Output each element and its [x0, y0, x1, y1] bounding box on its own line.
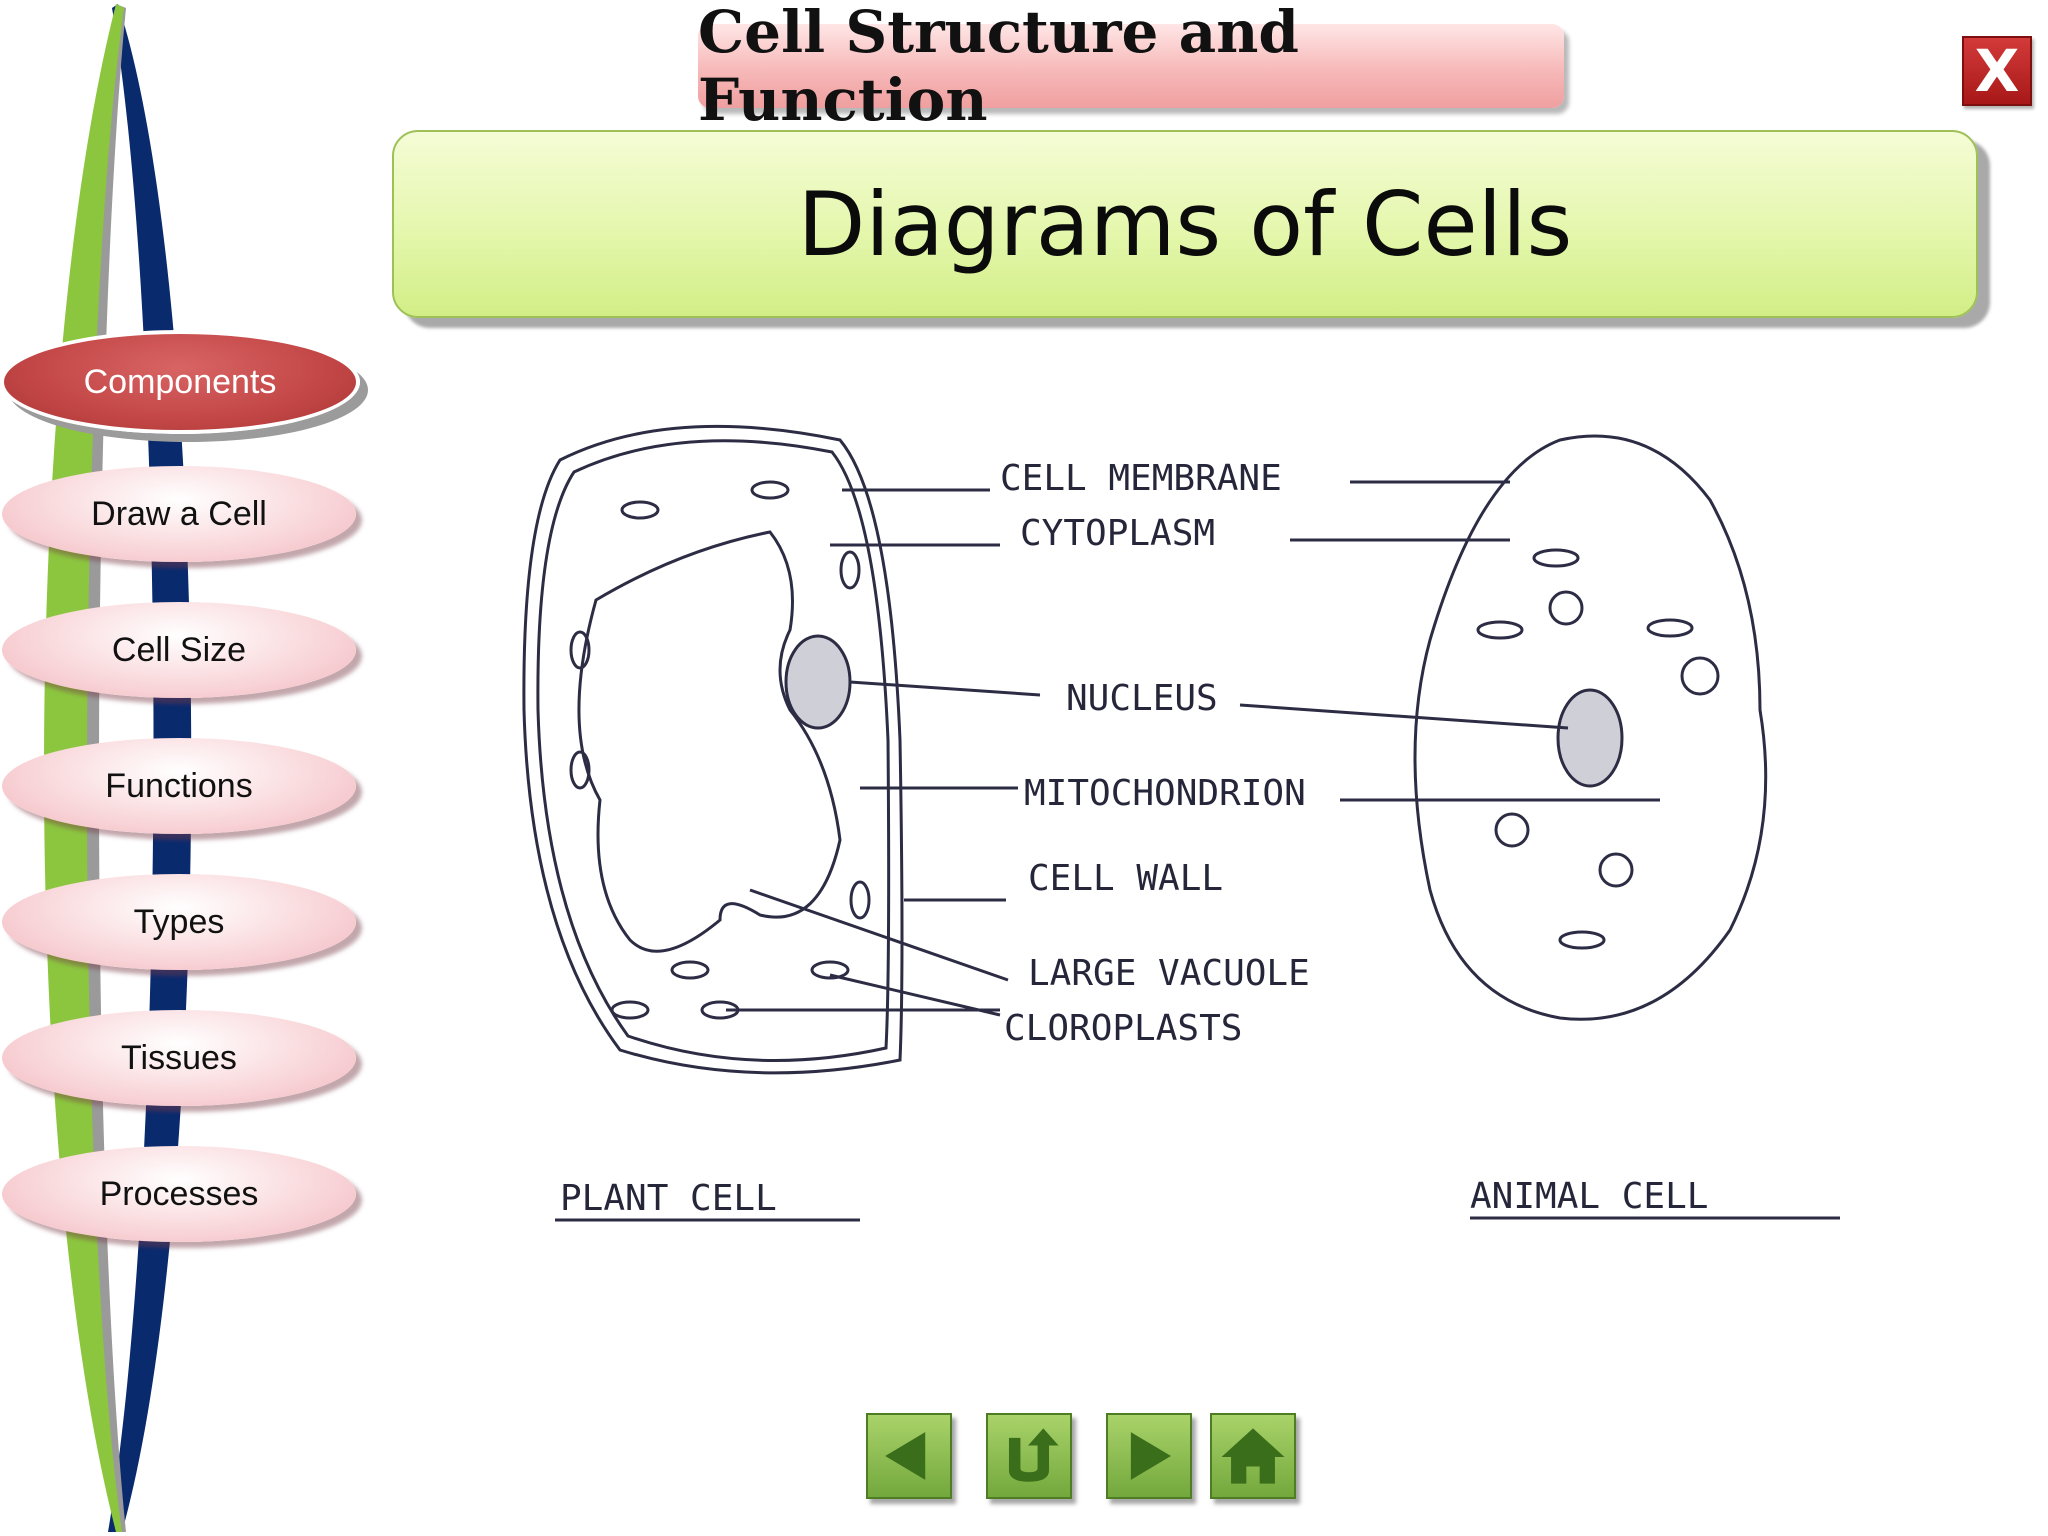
leader-line-mitochondrion — [860, 786, 1660, 802]
animal-nucleus — [1556, 688, 1624, 788]
forward-button[interactable] — [1106, 1413, 1192, 1499]
leader-line-vacuole — [749, 888, 1009, 982]
nav-item-components[interactable]: Components — [0, 330, 360, 434]
nav-item-label: Tissues — [121, 1038, 237, 1077]
chloroplast — [620, 500, 660, 520]
label-mitochondrion: MITOCHONDRION — [1024, 773, 1306, 814]
mitochondrion — [1532, 548, 1580, 568]
leader-line-membrane — [842, 480, 1510, 492]
app-title-banner: Cell Structure and Function — [698, 0, 1564, 134]
nav-item-label: Types — [133, 902, 225, 941]
leader-line-nucleus — [849, 680, 1569, 730]
chloroplast — [670, 960, 710, 980]
animal-vacuole — [1598, 852, 1634, 888]
chloroplast — [750, 480, 790, 500]
plant-cell-wall — [522, 424, 904, 1075]
animal-cell — [1413, 434, 1768, 1021]
chloroplast — [569, 630, 591, 670]
back-arrow-icon — [885, 1432, 926, 1480]
nav-item-functions[interactable]: Functions — [2, 738, 356, 834]
mitochondrion — [1476, 620, 1524, 640]
nav-item-tissues[interactable]: Tissues — [2, 1010, 356, 1106]
nav-item-cell-size[interactable]: Cell Size — [2, 602, 356, 698]
leader-line-cytoplasm — [830, 538, 1510, 547]
return-icon — [1008, 1428, 1059, 1482]
animal-vacuole — [1548, 590, 1584, 626]
chloroplast — [839, 550, 861, 590]
plant-cell-caption: PLANT CELL — [560, 1178, 777, 1219]
nav-item-draw-a-cell[interactable]: Draw a Cell — [2, 466, 356, 562]
close-icon: X — [1974, 37, 2020, 105]
nav-item-types[interactable]: Types — [2, 874, 356, 970]
back-button[interactable] — [866, 1413, 952, 1499]
label-chloroplasts: CLOROPLASTS — [1004, 1008, 1242, 1049]
app-title: Cell Structure and Function — [698, 0, 1299, 134]
nav-item-label: Processes — [99, 1174, 259, 1213]
large-vacuole — [577, 530, 842, 953]
label-cell-wall: CELL WALL — [1028, 858, 1223, 899]
plant-nucleus — [784, 634, 852, 730]
label-cytoplasm: CYTOPLASM — [1020, 513, 1215, 554]
label-large-vacuole: LARGE VACUOLE — [1028, 953, 1310, 994]
animal-vacuole — [1680, 656, 1720, 696]
mitochondrion — [1646, 618, 1694, 638]
nav-item-processes[interactable]: Processes — [2, 1146, 356, 1242]
label-nucleus: NUCLEUS — [1066, 678, 1218, 719]
slide-title: Diagrams of Cells — [797, 172, 1573, 276]
cell-diagram: CELL MEMBRANE CYTOPLASM NUCLEUS MITOCHON… — [522, 424, 1840, 1222]
close-button[interactable]: X — [1962, 36, 2032, 106]
home-icon — [1221, 1428, 1285, 1484]
leader-line-chloroplasts — [726, 973, 1001, 1017]
label-cell-membrane: CELL MEMBRANE — [1000, 458, 1282, 499]
nav-item-label: Draw a Cell — [91, 494, 267, 533]
home-button[interactable] — [1210, 1413, 1296, 1499]
chloroplast — [810, 960, 850, 980]
plant-cell-membrane — [536, 439, 891, 1062]
nav-item-label: Components — [83, 362, 277, 401]
chloroplast — [569, 750, 591, 790]
mitochondrion — [1558, 930, 1606, 950]
chloroplast — [849, 880, 871, 920]
slide-title-box: Diagrams of Cells — [392, 130, 1978, 318]
animal-cell-caption: ANIMAL CELL — [1470, 1176, 1708, 1217]
animal-vacuole — [1494, 812, 1530, 848]
nav-item-label: Cell Size — [111, 630, 247, 669]
return-button[interactable] — [986, 1413, 1072, 1499]
nav-item-label: Functions — [105, 766, 253, 805]
forward-arrow-icon — [1130, 1432, 1171, 1480]
chloroplast — [610, 1000, 650, 1020]
